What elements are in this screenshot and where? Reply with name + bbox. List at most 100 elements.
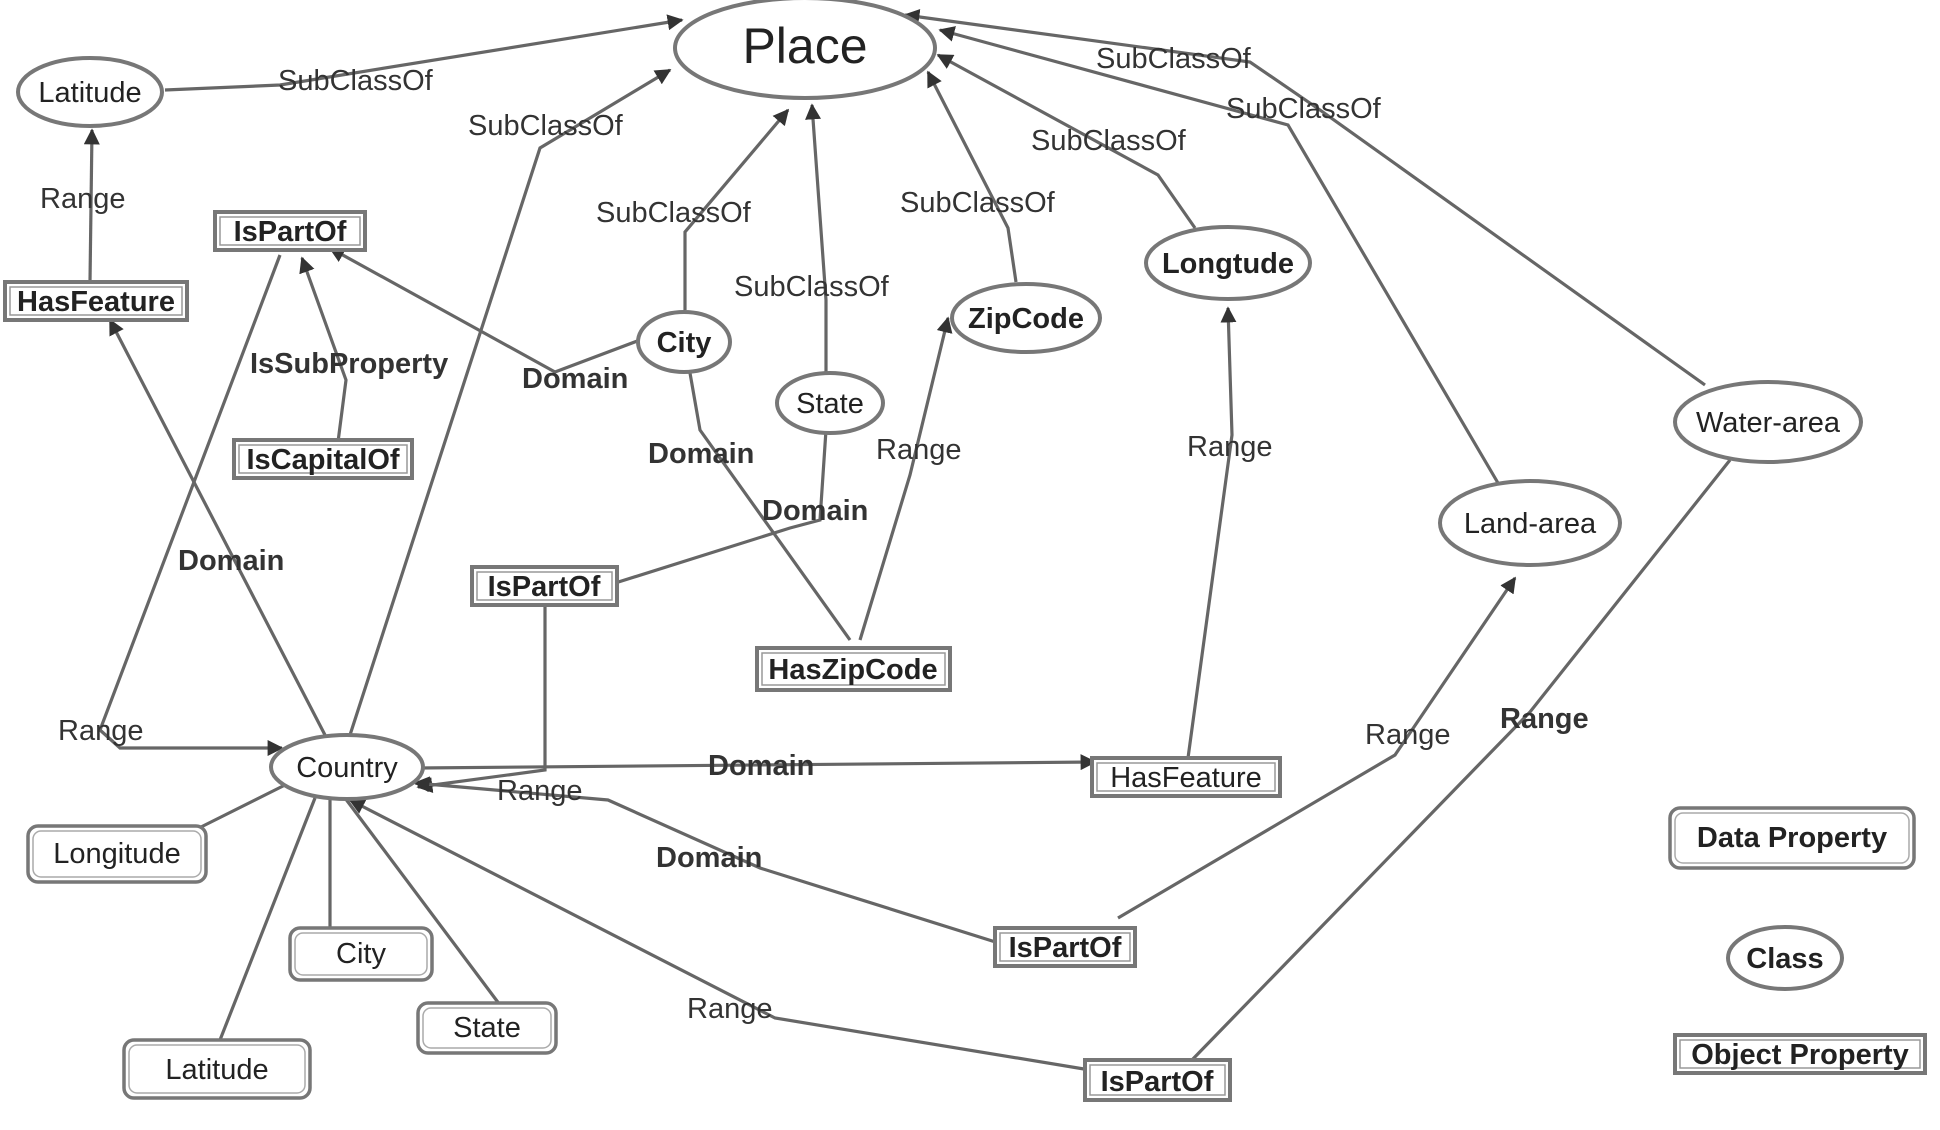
- edge-waterarea-subclassof-place: [903, 9, 1706, 387]
- label-domain-hasfeature2: Domain: [708, 750, 814, 782]
- data-property-nodes: Longitude City State Latitude: [26, 824, 558, 1100]
- node-zipcode[interactable]: ZipCode: [950, 282, 1102, 354]
- svg-text:IsPartOf: IsPartOf: [488, 571, 601, 603]
- svg-text:Data Property: Data Property: [1697, 822, 1887, 854]
- node-latitude-dp[interactable]: Latitude: [122, 1038, 312, 1100]
- svg-text:Longitude: Longitude: [53, 838, 180, 870]
- edge-country-state: [343, 797, 502, 1006]
- svg-text:Latitude: Latitude: [165, 1054, 268, 1086]
- svg-text:Longtude: Longtude: [1162, 248, 1294, 280]
- node-hasfeature-bottom[interactable]: HasFeature: [1090, 756, 1282, 798]
- svg-text:ZipCode: ZipCode: [968, 303, 1084, 335]
- svg-text:IsPartOf: IsPartOf: [1101, 1066, 1214, 1098]
- label-subclassof-waterarea: SubClassOf: [1096, 43, 1252, 75]
- label-issubproperty: IsSubProperty: [250, 348, 448, 380]
- edge-ispartof3-range-landarea: [1117, 576, 1517, 920]
- label-range-waterarea: Range: [1500, 703, 1589, 735]
- svg-text:Water-area: Water-area: [1696, 407, 1841, 439]
- edge-country-domain-hasfeature2: [417, 754, 1097, 771]
- legend-data-property: Data Property: [1668, 806, 1916, 870]
- legend-class: Class: [1726, 925, 1844, 991]
- edge-latitude-subclassof-place: [164, 14, 684, 92]
- edge-hasfeature2-range-longtude: [1186, 306, 1237, 759]
- label-range-ispartof4: Range: [687, 993, 772, 1025]
- svg-text:HasFeature: HasFeature: [17, 286, 175, 318]
- node-longitude-dp[interactable]: Longitude: [26, 824, 208, 884]
- edge-iscapitalof-issubproperty-ispartof1: [299, 256, 348, 443]
- label-range-zipcode: Range: [876, 434, 961, 466]
- node-latitude-class[interactable]: Latitude: [16, 56, 164, 128]
- edge-country-latitude: [218, 797, 317, 1041]
- label-domain-city-haszipcode: Domain: [648, 438, 754, 470]
- label-subclassof-country: SubClassOf: [468, 110, 624, 142]
- svg-text:Class: Class: [1746, 943, 1823, 975]
- legend: Data Property Class Object Property: [1668, 806, 1927, 1075]
- edge-city-domain-haszipcode: [688, 372, 852, 641]
- label-subclassof-longtude: SubClassOf: [1031, 125, 1187, 157]
- node-land-area[interactable]: Land-area: [1438, 479, 1622, 567]
- node-place[interactable]: Place: [673, 0, 937, 100]
- node-ispartof-bottom2[interactable]: IsPartOf: [1083, 1058, 1232, 1102]
- edge-country-domain-hasfeature1: [108, 318, 327, 736]
- legend-object-property: Object Property: [1673, 1033, 1927, 1075]
- svg-text:Land-area: Land-area: [1464, 508, 1597, 540]
- svg-text:IsCapitalOf: IsCapitalOf: [246, 444, 399, 476]
- edge-city-domain-ispartof1: [328, 246, 641, 374]
- node-country[interactable]: Country: [269, 733, 425, 801]
- edge-haszipcode-range-zipcode: [858, 316, 953, 641]
- label-subclassof-state: SubClassOf: [734, 271, 890, 303]
- svg-text:HasFeature: HasFeature: [1110, 762, 1262, 794]
- svg-text:IsPartOf: IsPartOf: [234, 216, 347, 248]
- edge-longtude-subclassof-place: [936, 53, 1197, 229]
- label-subclassof-zipcode: SubClassOf: [900, 187, 1056, 219]
- label-subclassof-landarea: SubClassOf: [1226, 93, 1382, 125]
- label-domain-ispartof3: Domain: [656, 842, 762, 874]
- label-range-ispartof1: Range: [58, 715, 143, 747]
- label-subclassof-city: SubClassOf: [596, 197, 752, 229]
- node-haszipcode[interactable]: HasZipCode: [755, 646, 952, 692]
- edge-hasfeature1-range-latitude: [83, 128, 100, 283]
- edge-ispartof4-range-waterarea: [1188, 459, 1732, 1064]
- svg-text:Country: Country: [296, 752, 398, 784]
- node-ispartof-mid[interactable]: IsPartOf: [470, 565, 619, 607]
- svg-text:State: State: [796, 388, 864, 420]
- edge-state-domain-ispartof2: [611, 429, 828, 586]
- node-city-class[interactable]: City: [636, 310, 732, 374]
- node-iscapitalof[interactable]: IsCapitalOf: [232, 438, 414, 480]
- node-hasfeature-top[interactable]: HasFeature: [3, 280, 189, 322]
- edge-zipcode-subclassof-place: [926, 70, 1018, 283]
- svg-text:HasZipCode: HasZipCode: [768, 654, 937, 686]
- node-state-class[interactable]: State: [775, 371, 885, 435]
- edge-ispartof4-range-country: [348, 798, 1091, 1072]
- svg-text:Latitude: Latitude: [38, 77, 141, 109]
- label-range-landarea: Range: [1365, 719, 1450, 751]
- edges: [83, 9, 1732, 1072]
- node-state-dp[interactable]: State: [416, 1001, 558, 1055]
- node-ispartof-top[interactable]: IsPartOf: [213, 210, 367, 252]
- object-property-nodes: IsPartOf HasFeature IsCapitalOf IsPartOf…: [3, 210, 1282, 1102]
- edge-ispartof3-domain-country: [413, 776, 1006, 947]
- svg-text:City: City: [657, 327, 712, 359]
- node-city-dp[interactable]: City: [288, 926, 434, 982]
- edge-ispartof2-range-country: [416, 600, 547, 794]
- label-domain-city-ispartof: Domain: [522, 363, 628, 395]
- node-water-area[interactable]: Water-area: [1673, 380, 1863, 464]
- svg-text:State: State: [453, 1012, 521, 1044]
- label-range-latitude: Range: [40, 183, 125, 215]
- edge-landarea-subclassof-place: [938, 26, 1500, 484]
- svg-text:Object Property: Object Property: [1691, 1039, 1909, 1071]
- svg-text:Place: Place: [742, 18, 867, 74]
- edge-ispartof1-range-country: [98, 254, 284, 756]
- node-ispartof-bottom1[interactable]: IsPartOf: [993, 926, 1137, 968]
- svg-text:IsPartOf: IsPartOf: [1009, 932, 1122, 964]
- label-subclassof-latitude: SubClassOf: [278, 65, 434, 97]
- edge-labels: SubClassOf SubClassOf SubClassOf SubClas…: [40, 43, 1589, 1025]
- class-nodes: Place Latitude City State ZipCode Longtu…: [16, 0, 1863, 801]
- edge-state-subclassof-place: [805, 103, 828, 378]
- label-range-ispartof2: Range: [497, 775, 582, 807]
- label-domain-hasfeature1: Domain: [178, 545, 284, 577]
- node-longtude[interactable]: Longtude: [1144, 225, 1312, 301]
- svg-text:City: City: [336, 938, 386, 970]
- label-domain-state: Domain: [762, 495, 868, 527]
